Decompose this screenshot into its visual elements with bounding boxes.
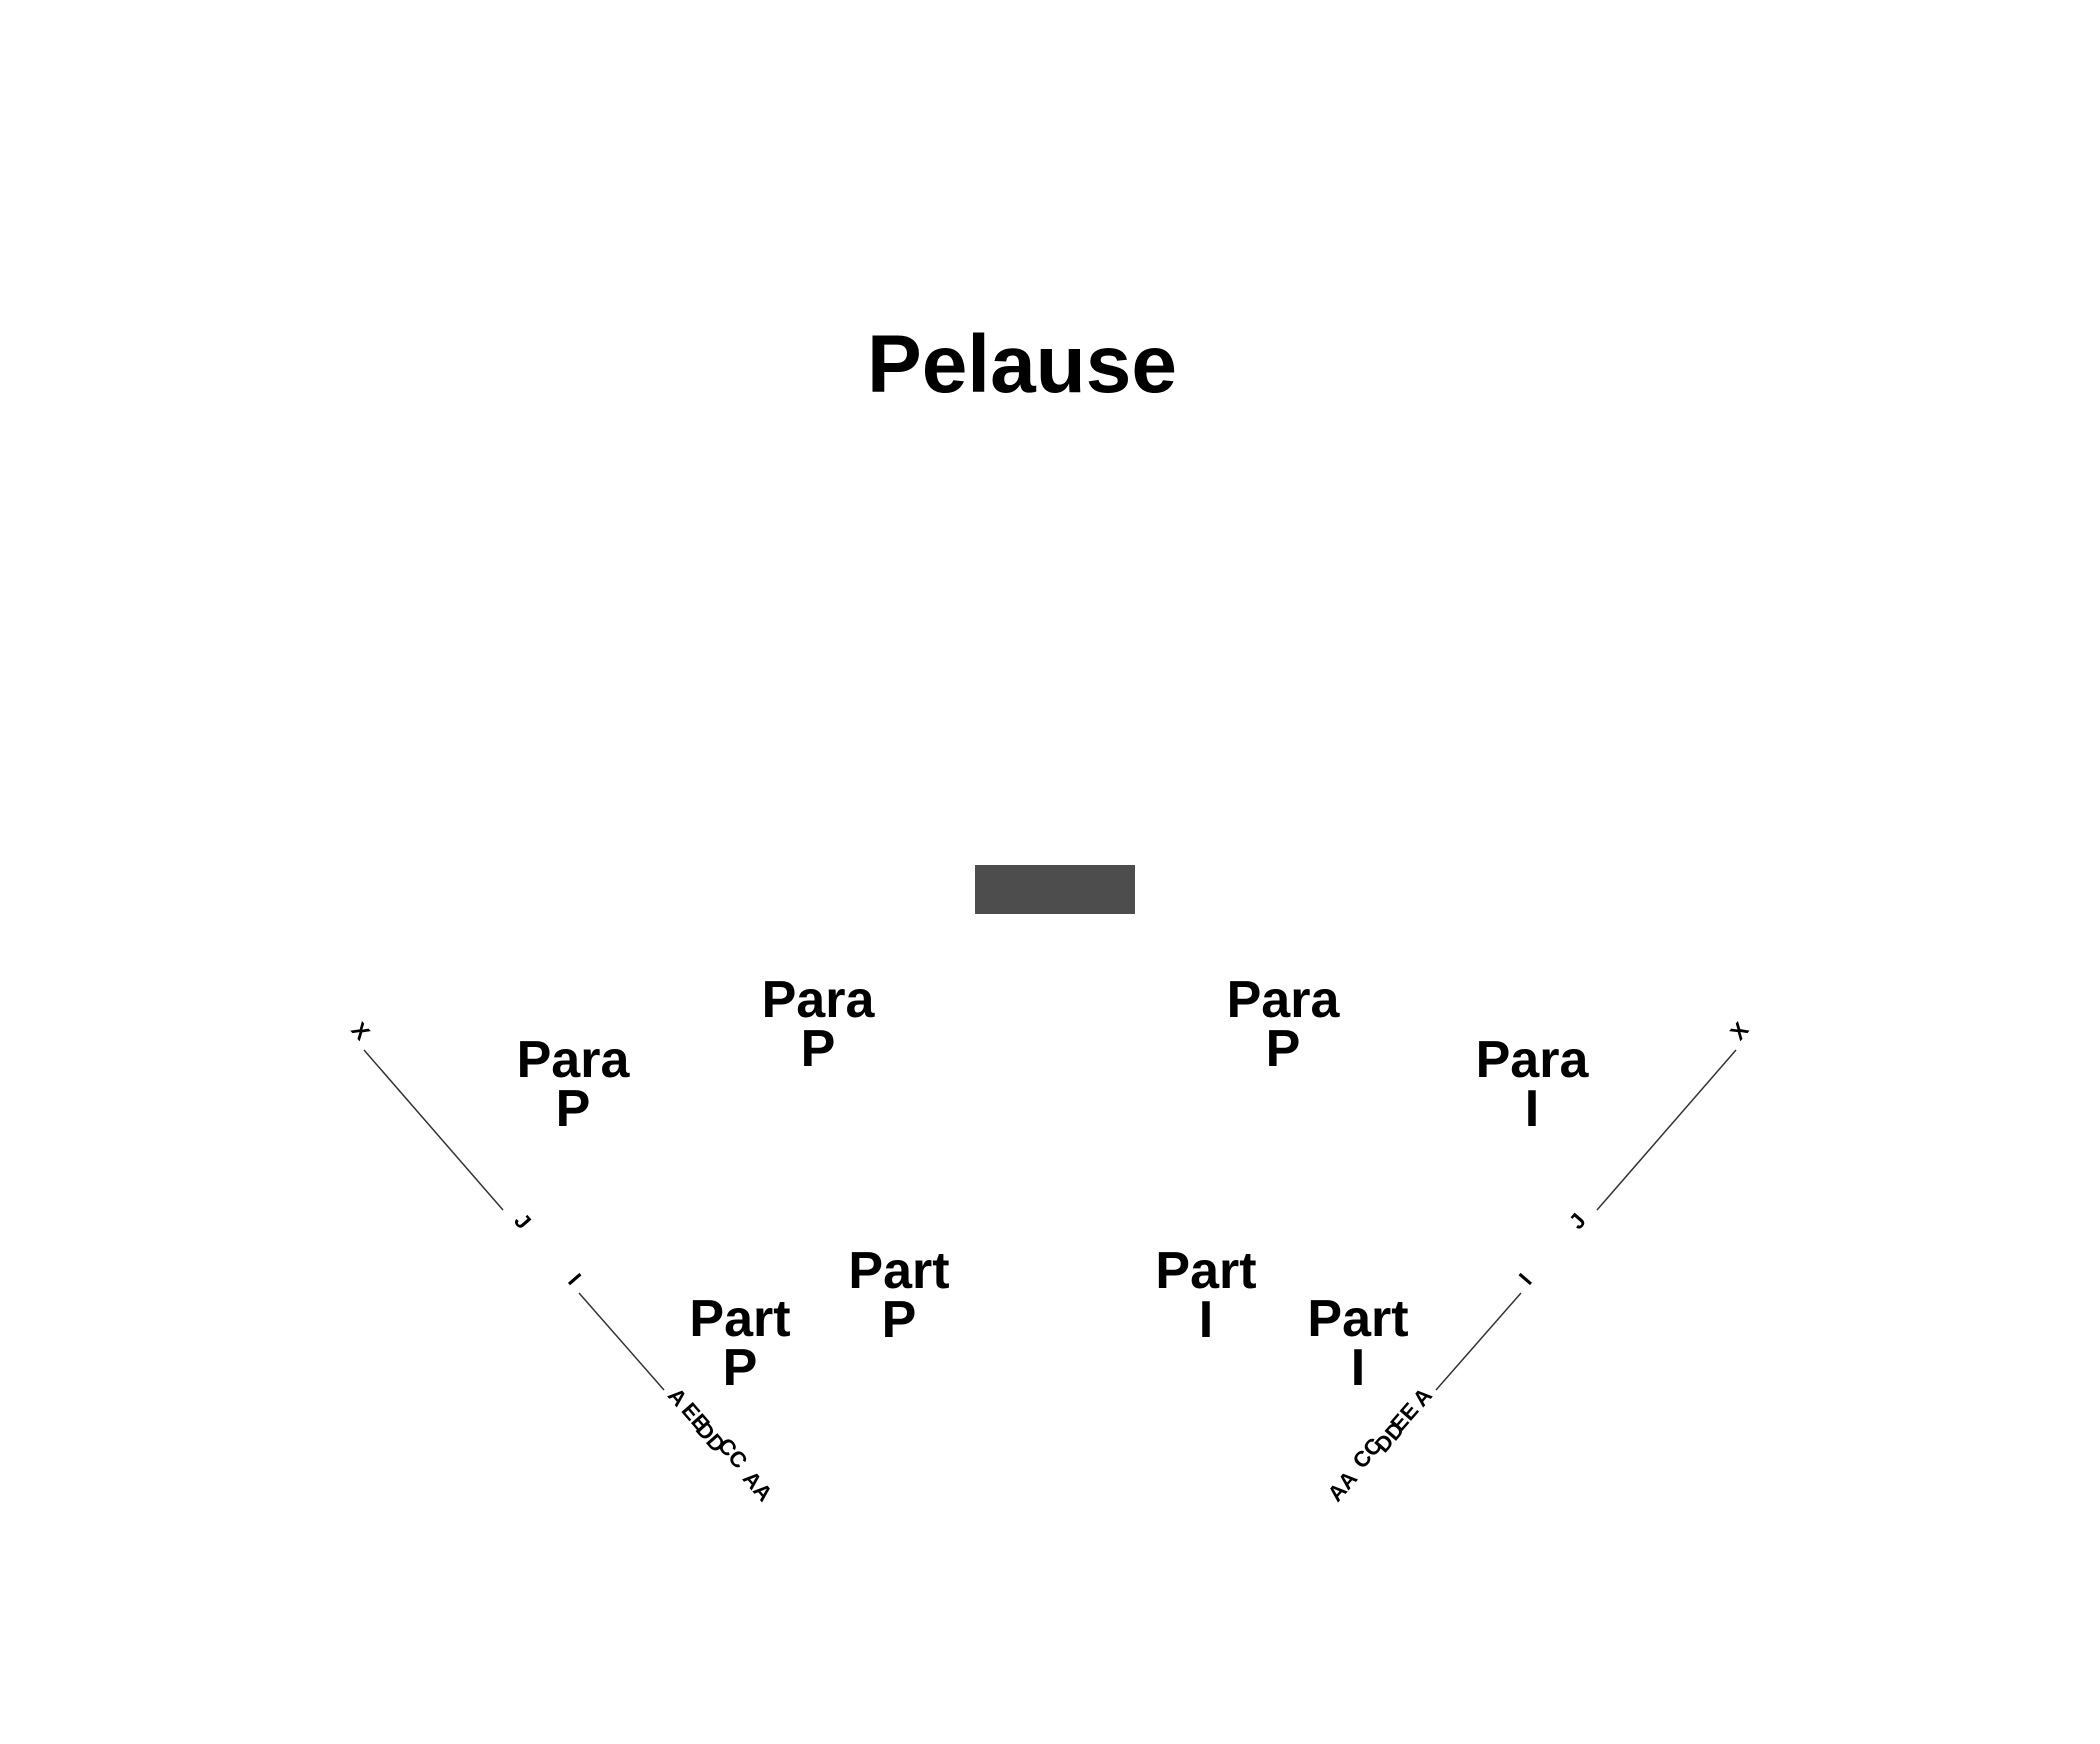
section-label-line1: Part — [1155, 1242, 1256, 1300]
section-label-line2: I — [1199, 1291, 1213, 1349]
row-guide-line-upper — [363, 1049, 504, 1211]
row-guide-line-lower — [1435, 1292, 1522, 1391]
section-label-line2: I — [1351, 1339, 1365, 1397]
venue-title: Pelause — [867, 319, 1177, 410]
section-label-line2: P — [801, 1020, 836, 1078]
section-para-p-right-inner[interactable]: Para P — [1227, 971, 1341, 1078]
section-part-i-right-outer[interactable]: Part I — [1307, 1290, 1408, 1397]
section-para-p-left-outer[interactable]: Para P — [517, 1031, 631, 1138]
row-label-j: J — [1564, 1208, 1591, 1234]
row-label-i: I — [1514, 1269, 1537, 1290]
section-label-line1: Part — [848, 1242, 949, 1300]
row-label-i: I — [563, 1269, 586, 1290]
section-part-p-left-outer[interactable]: Part P — [689, 1290, 790, 1397]
row-guide-line-upper — [1596, 1049, 1737, 1211]
section-label-line2: P — [556, 1080, 591, 1138]
section-label-line1: Part — [1307, 1290, 1408, 1348]
section-label-line2: P — [1266, 1020, 1301, 1078]
section-label-line1: Para — [517, 1031, 631, 1089]
section-label-line1: Para — [1227, 971, 1341, 1029]
section-label-line2: P — [882, 1291, 917, 1349]
row-label-x: X — [346, 1017, 375, 1045]
section-label-line1: Para — [762, 971, 876, 1029]
section-label-line2: I — [1525, 1080, 1539, 1138]
row-label-aa: AA — [738, 1466, 778, 1506]
section-label-line1: Para — [1476, 1031, 1590, 1089]
stage — [975, 865, 1135, 914]
section-label-line2: P — [723, 1339, 758, 1397]
row-label-aa: AA — [1322, 1466, 1362, 1506]
row-label-j: J — [509, 1208, 536, 1234]
row-guide-line-lower — [578, 1292, 665, 1391]
section-label-line1: Part — [689, 1290, 790, 1348]
section-para-i-right-outer[interactable]: Para I — [1476, 1031, 1590, 1138]
section-part-p-left-inner[interactable]: Part P — [848, 1242, 949, 1349]
section-para-p-left-inner[interactable]: Para P — [762, 971, 876, 1078]
section-part-i-right-inner[interactable]: Part I — [1155, 1242, 1256, 1349]
row-label-x: X — [1725, 1017, 1754, 1045]
